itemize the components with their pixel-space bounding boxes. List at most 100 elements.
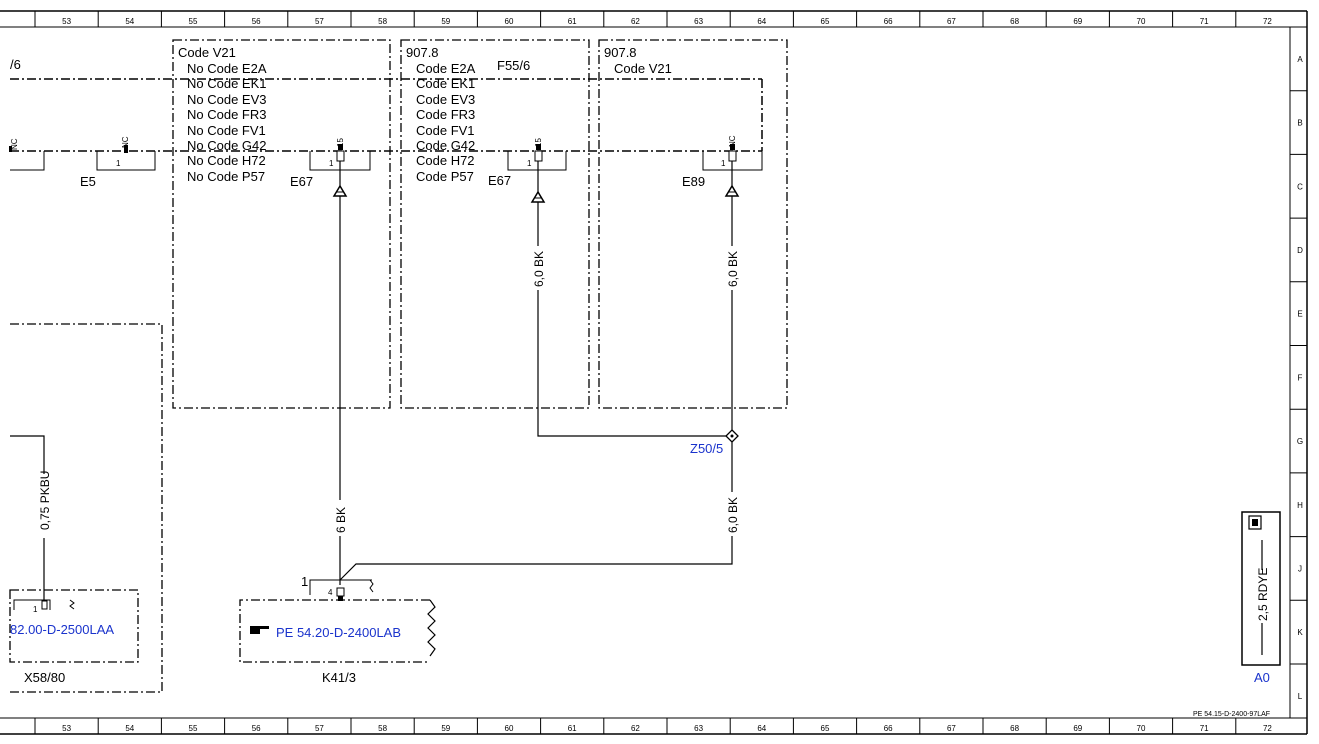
nc-label: NC bbox=[121, 136, 130, 148]
middle-box-header: 907.8 bbox=[406, 45, 439, 60]
grid-column-label: 54 bbox=[125, 17, 134, 26]
connector-x58: 1 bbox=[13, 599, 75, 614]
grid-column-label: 64 bbox=[757, 17, 766, 26]
grid-column-label: 53 bbox=[62, 724, 71, 733]
e5-label: E5 bbox=[80, 174, 96, 189]
left-line: No Code E2A bbox=[187, 61, 267, 76]
grid-column-label: 62 bbox=[631, 724, 640, 733]
x58-label: X58/80 bbox=[24, 670, 65, 685]
e67-left-label: E67 bbox=[290, 174, 313, 189]
k41-label: K41/3 bbox=[322, 670, 356, 685]
grid-row-label: H bbox=[1297, 501, 1303, 510]
left-line: No Code P57 bbox=[187, 169, 265, 184]
triangle-marker-3 bbox=[724, 184, 740, 197]
pe54-link-text[interactable]: PE 54.20-D-2400LAB bbox=[276, 625, 401, 640]
middle-box-lines: Code E2A Code EK1 Code EV3 Code FR3 Code… bbox=[416, 61, 476, 184]
grid-row-label: K bbox=[1297, 628, 1303, 637]
left-line: No Code FV1 bbox=[187, 123, 266, 138]
grid-column-label: 71 bbox=[1200, 17, 1209, 26]
grid-column-label: 72 bbox=[1263, 724, 1272, 733]
k41-pin-label: 1 bbox=[301, 574, 308, 589]
grid-row-label: C bbox=[1297, 182, 1303, 191]
grid-column-label: 58 bbox=[378, 724, 387, 733]
grid-column-label: 56 bbox=[252, 17, 261, 26]
grid-column-label: 63 bbox=[694, 724, 703, 733]
left-line: No Code EK1 bbox=[187, 76, 267, 91]
grid-column-label: 67 bbox=[947, 17, 956, 26]
code-box-middle bbox=[400, 39, 590, 409]
middle-line: Code FV1 bbox=[416, 123, 475, 138]
right-box-header: 907.8 bbox=[604, 45, 637, 60]
grid-column-label: 53 bbox=[62, 17, 71, 26]
grid-column-label: 65 bbox=[821, 17, 830, 26]
grid-column-label: 67 bbox=[947, 724, 956, 733]
grid-column-label: 69 bbox=[1073, 17, 1082, 26]
grid-row-label: L bbox=[1298, 692, 1303, 701]
triangle-marker-1 bbox=[332, 184, 348, 197]
grid-column-label: 71 bbox=[1200, 724, 1209, 733]
middle-line: Code E2A bbox=[416, 61, 476, 76]
wire-pkbu-upper bbox=[10, 435, 45, 474]
grid-column-label: 57 bbox=[315, 724, 324, 733]
middle-line: Code P57 bbox=[416, 169, 474, 184]
code-box-right bbox=[598, 39, 788, 409]
grid-column-label: 55 bbox=[189, 724, 198, 733]
grid-row-label: E bbox=[1297, 310, 1302, 319]
grid-column-label: 66 bbox=[884, 17, 893, 26]
grid-row-label: B bbox=[1297, 119, 1302, 128]
wire-label-6bk: 6 BK bbox=[334, 507, 348, 533]
left-region-border bbox=[10, 323, 163, 693]
fuse-label: F55/6 bbox=[497, 58, 530, 73]
pin-number: 1 bbox=[527, 159, 532, 168]
info-icon bbox=[1248, 515, 1262, 530]
grid-column-label: 61 bbox=[568, 17, 577, 26]
grid-column-label: 58 bbox=[378, 17, 387, 26]
pin-number: 4 bbox=[328, 588, 333, 597]
grid-column-label: 60 bbox=[505, 17, 514, 26]
k41-box-break bbox=[427, 599, 436, 657]
wire-60bk-a-lower bbox=[537, 290, 726, 437]
pe54-reference-link[interactable]: PE 54.20-D-2400LAB bbox=[250, 625, 401, 640]
z50-splice-link[interactable]: Z50/5 bbox=[690, 441, 723, 456]
x58-box bbox=[9, 589, 139, 663]
left-line: No Code G42 bbox=[187, 138, 267, 153]
grid-row-label: A bbox=[1297, 55, 1303, 64]
middle-line: Code H72 bbox=[416, 153, 475, 168]
connector-e5: 1 NC bbox=[96, 136, 156, 171]
wire-60bk-c-lower bbox=[339, 536, 733, 581]
splice-z50-icon bbox=[725, 429, 739, 443]
grid-column-label: 62 bbox=[631, 17, 640, 26]
pin-number: 1 bbox=[116, 159, 121, 168]
wire-label-60bk-b: 6,0 BK bbox=[726, 251, 740, 287]
grid-column-label: 55 bbox=[189, 17, 198, 26]
e67-middle-label: E67 bbox=[488, 173, 511, 188]
grid-column-label: 60 bbox=[505, 724, 514, 733]
left-line: No Code EV3 bbox=[187, 92, 267, 107]
x58-document-link[interactable]: 82.00-D-2500LAA bbox=[10, 622, 114, 637]
grid-column-label: 59 bbox=[441, 17, 450, 26]
left-box-header: Code V21 bbox=[178, 45, 236, 60]
pin-number: 1 bbox=[33, 605, 38, 614]
wire-label-rdye: 2,5 RDYE bbox=[1256, 568, 1270, 621]
grid-column-label: 54 bbox=[125, 724, 134, 733]
k41-box bbox=[239, 599, 430, 663]
middle-line: Code EV3 bbox=[416, 92, 475, 107]
grid-column-label: 59 bbox=[441, 724, 450, 733]
grid-column-label: 56 bbox=[252, 724, 261, 733]
a0-link[interactable]: A0 bbox=[1254, 670, 1270, 685]
wire-label-60bk-c: 6,0 BK bbox=[726, 497, 740, 533]
middle-line: Code FR3 bbox=[416, 107, 475, 122]
grid-column-label: 63 bbox=[694, 17, 703, 26]
right-line: Code V21 bbox=[614, 61, 672, 76]
grid-column-label: 72 bbox=[1263, 17, 1272, 26]
pin-number: 1 bbox=[329, 159, 334, 168]
connector-e67-middle: 1 15 bbox=[507, 138, 567, 171]
left-line: No Code FR3 bbox=[187, 107, 266, 122]
grid-column-label: 65 bbox=[821, 724, 830, 733]
grid-row-label: J bbox=[1298, 564, 1302, 573]
grid-column-label: 64 bbox=[757, 724, 766, 733]
